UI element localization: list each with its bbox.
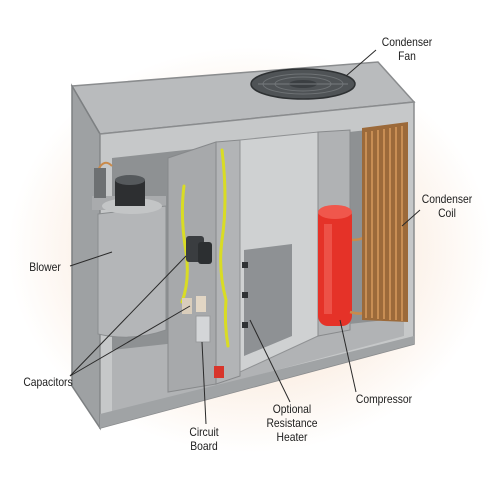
control-panel bbox=[215, 139, 241, 385]
circuit-board bbox=[195, 315, 224, 378]
blower bbox=[92, 161, 167, 338]
resistance-heater bbox=[242, 262, 248, 328]
label-condenser-coil: Condenser Coil bbox=[421, 192, 473, 220]
label-condenser-fan: Condenser Fan bbox=[381, 35, 433, 63]
label-blower: Blower bbox=[29, 260, 61, 274]
label-heater: Optional Resistance Heater bbox=[266, 402, 318, 444]
leader-condenser-coil bbox=[401, 209, 421, 227]
label-compressor: Compressor bbox=[355, 392, 413, 406]
wiring-harness bbox=[180, 148, 230, 348]
heater-element-panel bbox=[244, 244, 292, 356]
leader-heater bbox=[249, 319, 291, 403]
unit-base-rail bbox=[100, 336, 414, 428]
leader-capacitors bbox=[69, 255, 187, 377]
leader-condenser-fan bbox=[345, 49, 377, 77]
leader-capacitors-2 bbox=[69, 305, 191, 377]
label-circuit-board: Circuit Board bbox=[189, 425, 219, 453]
leader-circuit-board bbox=[201, 341, 207, 425]
compressor bbox=[318, 205, 382, 326]
leader-blower bbox=[69, 251, 113, 267]
condenser-fan bbox=[250, 68, 356, 100]
capacitors bbox=[182, 236, 212, 314]
label-capacitors: Capacitors bbox=[23, 375, 73, 389]
leader-compressor bbox=[339, 319, 357, 393]
leader-lines bbox=[69, 49, 421, 425]
condenser-coil bbox=[362, 122, 408, 322]
